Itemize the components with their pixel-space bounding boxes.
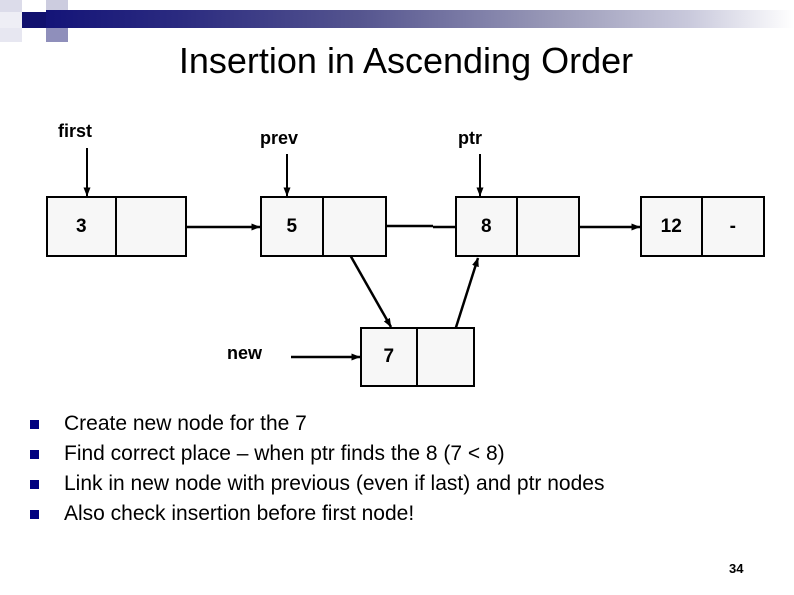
node-data-cell: 5 [262,198,324,255]
list-item: Find correct place – when ptr finds the … [26,439,736,468]
slide-header-band [0,0,794,46]
list-node-new-7: 7 [360,327,475,387]
list-node-5: 5 [260,196,387,257]
pointer-label-prev: prev [260,128,299,148]
list-node-12: 12 - [640,196,765,257]
bullet-square-icon [30,480,39,489]
list-item-text: Find correct place – when ptr finds the … [64,442,505,465]
header-square-3 [46,0,68,10]
bullet-square-icon [30,450,39,459]
list-item-text: Create new node for the 7 [64,412,307,435]
node-link-cell: - [729,215,736,237]
header-square-accent [22,12,46,28]
list-item: Also check insertion before first node! [26,499,736,528]
list-item-text: Link in new node with previous (even if … [64,472,605,495]
header-square-2 [22,0,46,12]
header-square-4 [0,12,22,28]
node-link-cell [518,198,579,255]
bullet-square-icon [30,510,39,519]
header-square-5 [46,28,68,42]
header-square-7 [0,28,22,42]
pointer-label-ptr: ptr [458,128,482,148]
list-node-8: 8 [455,196,580,257]
bullet-square-icon [30,420,39,429]
pointer-label-new: new [227,343,263,363]
pointer-label-first: first [58,121,93,141]
list-item: Link in new node with previous (even if … [26,469,736,498]
header-square-8 [68,0,88,10]
node-link-cell [117,198,186,255]
node-data-cell: 12 [642,198,703,255]
node-link-cell [418,329,474,385]
slide-number: 34 [729,561,744,576]
page-title: Insertion in Ascending Order [178,40,634,81]
list-node-3: 3 [46,196,187,257]
node-data-cell: 8 [457,198,518,255]
list-item-text: Also check insertion before first node! [64,502,415,525]
node-data-cell: 3 [48,198,117,255]
node-link-cell [324,198,386,255]
bullet-list: Create new node for the 7 Find correct p… [26,409,736,529]
list-item: Create new node for the 7 [26,409,736,438]
node-data-cell: 7 [362,329,418,385]
header-square-1 [0,0,22,12]
header-square-6 [22,28,46,42]
header-gradient-bar [46,10,794,28]
